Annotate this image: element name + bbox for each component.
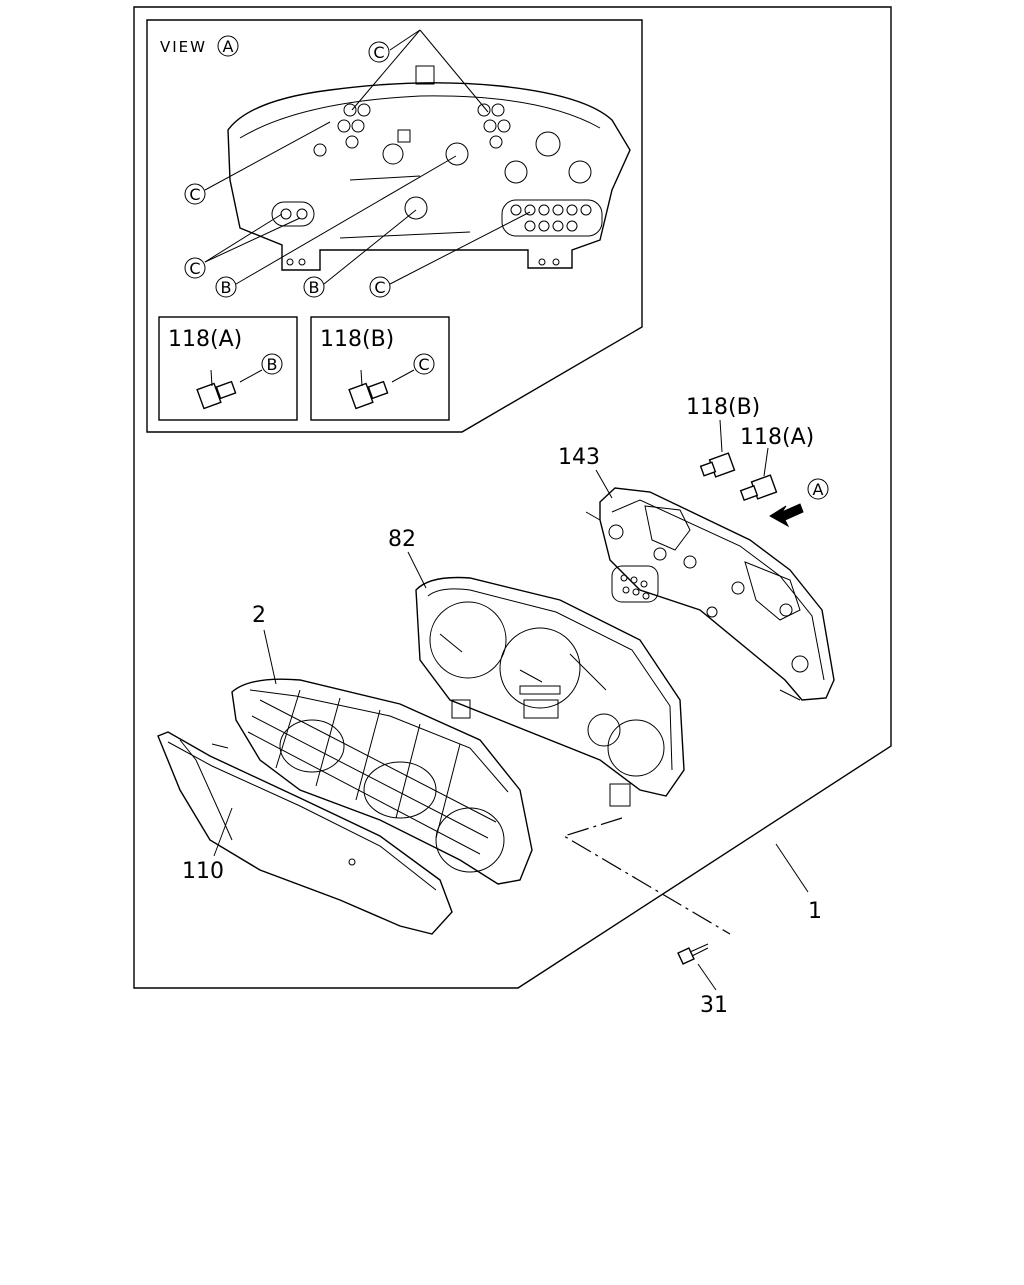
svg-text:B: B [309,278,320,297]
part-82-meter-face [415,576,685,807]
screw-centerline [562,817,731,935]
svg-text:A: A [223,37,234,56]
part-leaders [213,419,809,991]
sub-box-118b-label: 118(B) [320,327,394,352]
part-label-118a: 118(A) [740,425,814,450]
inset-leaders [204,29,531,285]
svg-text:C: C [374,278,385,297]
view-label: VIEW [160,38,207,56]
inset-callout-c-bottom: C [369,276,391,298]
sub-box-118b [310,316,450,421]
svg-text:B: B [267,355,278,374]
bulb-118b-icon [699,452,736,478]
screw-31-icon [677,943,709,965]
assembly-frame [133,6,892,989]
sub-box-118a-label: 118(A) [168,327,242,352]
svg-text:A: A [813,480,824,499]
sub-box-118b-callout: C [413,353,435,375]
inset-callout-b-2: B [303,276,325,298]
part-143-back-case [585,487,835,701]
inset-callout-c-left: C [184,183,206,205]
view-arrow-callout: A [807,478,829,500]
inset-callout-c-top: C [368,41,390,63]
inset-meter-back [227,65,631,271]
svg-text:C: C [189,185,200,204]
sub-box-118a-callout: B [261,353,283,375]
part-2-lens-grid [231,678,533,885]
bulb-socket-icon [196,369,237,410]
svg-text:B: B [221,278,232,297]
inset-callout-b-1: B [215,276,237,298]
part-label-110: 110 [182,859,224,884]
part-label-2: 2 [252,603,266,628]
part-label-118b: 118(B) [686,395,760,420]
part-label-1: 1 [808,899,822,924]
inset-view-frame [146,19,643,433]
svg-text:C: C [418,355,429,374]
bulb-118a-icon [739,474,778,501]
part-label-143: 143 [558,445,600,470]
inset-callout-c-lower-left: C [184,257,206,279]
part-label-82: 82 [388,527,416,552]
svg-text:C: C [189,259,200,278]
sub-box-118a [158,316,298,421]
view-ref-callout: A [217,35,239,57]
part-label-31: 31 [700,993,728,1018]
bulb-socket-icon [348,369,389,410]
svg-text:C: C [373,43,384,62]
view-arrow-icon [769,503,804,528]
